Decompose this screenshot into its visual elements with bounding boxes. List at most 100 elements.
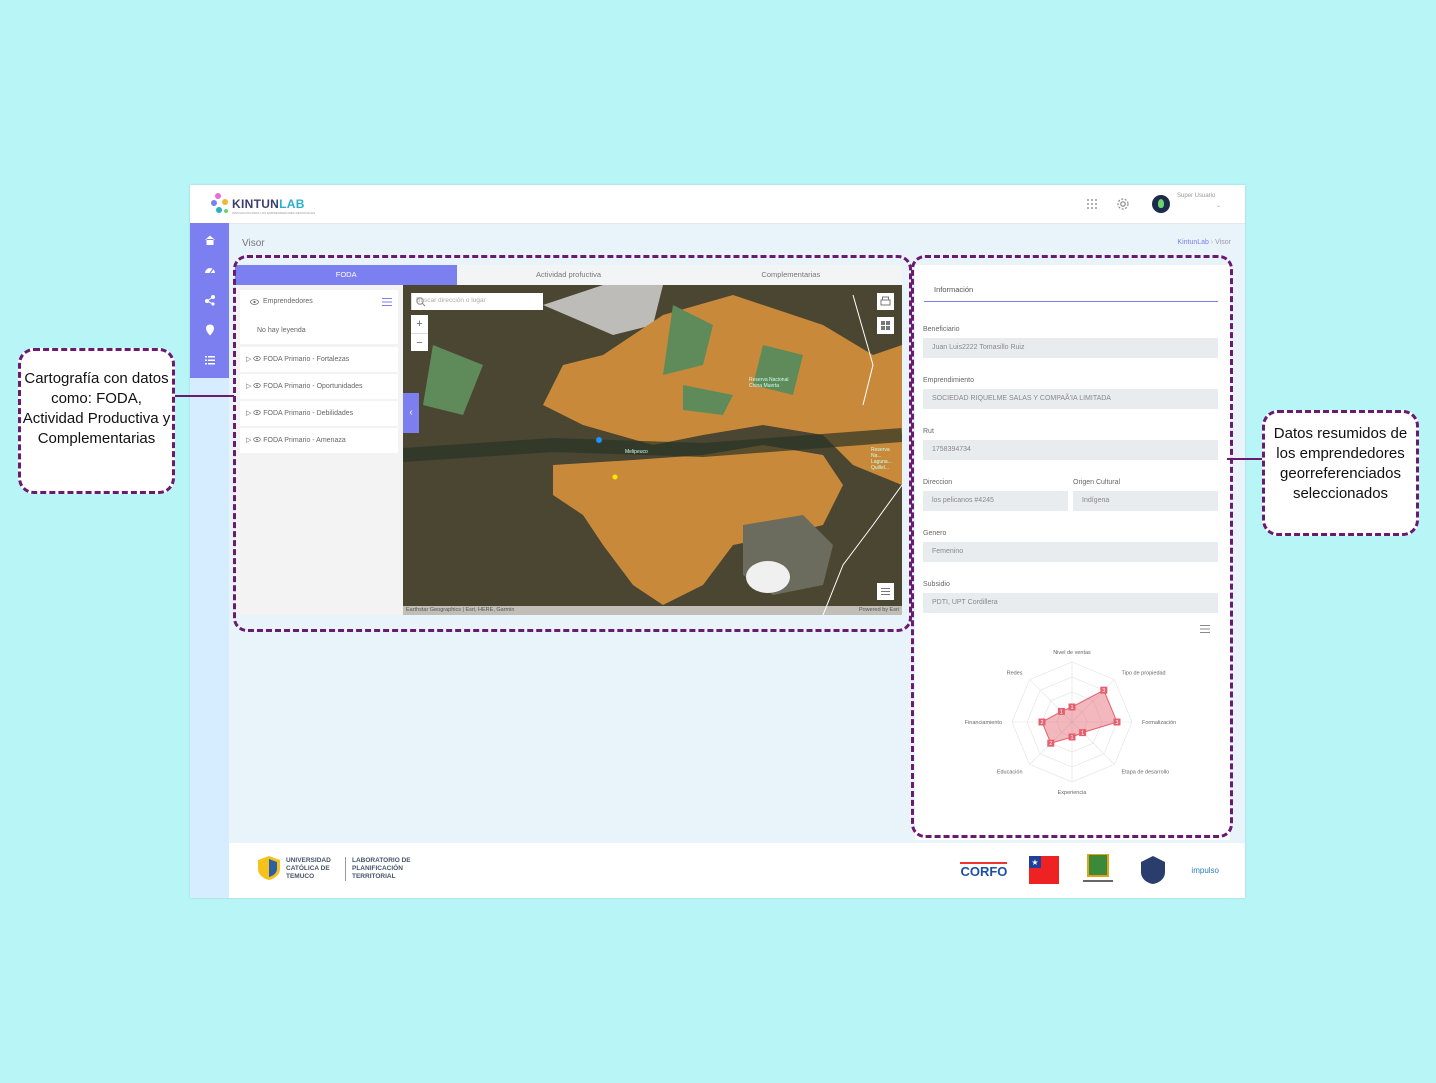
zoom-control: + − <box>411 315 428 351</box>
user-menu[interactable]: Super Usuario ⌄ <box>1152 193 1232 217</box>
info-tab[interactable]: Información <box>924 279 1218 302</box>
direccion-label: Direccion <box>923 479 953 486</box>
radar-point[interactable] <box>1100 686 1108 694</box>
layer-item[interactable]: ▷ FODA Primario - Fortalezas <box>240 347 398 372</box>
breadcrumb: KintunLab › Visor <box>1177 239 1231 246</box>
print-button[interactable] <box>877 293 894 310</box>
layer-item-label: ▷ FODA Primario - Amenaza <box>246 437 346 444</box>
map-label: Reserva Na... Laguna... Quillel... <box>871 447 892 471</box>
sidebar <box>190 223 229 898</box>
escudo-logo <box>1141 856 1166 884</box>
genero-field[interactable]: Femenino <box>923 542 1218 562</box>
radar-category-label: Nivel de ventas <box>1053 650 1091 656</box>
chile-gov-logo: ★ <box>1029 856 1060 884</box>
top-actions <box>1085 197 1130 211</box>
basemap-gallery-icon <box>881 321 890 330</box>
search-input[interactable]: Buscar dirección o lugar <box>416 297 486 304</box>
breadcrumb-home[interactable]: KintunLab <box>1177 239 1209 246</box>
subsidio-field[interactable]: PDTI, UPT Cordillera <box>923 593 1218 613</box>
chart-menu-icon[interactable] <box>1200 625 1210 633</box>
genero-label: Genero <box>923 530 947 537</box>
svg-text:★: ★ <box>1032 858 1039 867</box>
zoom-out-button[interactable]: − <box>416 337 423 349</box>
legend-list-icon[interactable] <box>382 298 392 306</box>
gobierno-regional-logo <box>1083 854 1114 882</box>
layer-group: Emprendedores No hay leyenda <box>240 290 398 344</box>
kintunlab-logo[interactable]: KINTUNLAB INNOVACIÓN PARA LOS EMPRENDEDO… <box>210 191 315 217</box>
info-highlight <box>911 255 1233 838</box>
list-icon[interactable] <box>203 353 217 367</box>
home-icon[interactable] <box>203 233 217 247</box>
share-nodes-icon[interactable] <box>203 293 217 307</box>
tab-complementarias[interactable]: Complementarias <box>761 270 821 279</box>
info-panel: Información Beneficiario Juan Luis2222 T… <box>915 265 1230 840</box>
rut-label: Rut <box>923 428 934 435</box>
info-tab-label: Información <box>934 285 974 294</box>
apps-grid-icon[interactable] <box>1085 197 1099 211</box>
eye-icon[interactable] <box>253 383 261 388</box>
layer-item-label: ▷ FODA Primario - Oportunidades <box>246 383 363 390</box>
map-label: Reserva Nacional China Muerta <box>749 377 789 389</box>
address-search[interactable]: Buscar dirección o lugar <box>411 293 543 310</box>
radar-point[interactable] <box>1047 739 1055 747</box>
attribution-text: Earthstar Geographics | Esri, HERE, Garm… <box>406 607 515 613</box>
uct-seal-icon <box>258 856 280 880</box>
collapse-panel-button[interactable]: ‹ <box>403 393 419 433</box>
emprendimiento-field[interactable]: SOCIEDAD RIQUELME SALAS Y COMPAÃ'IA LIMI… <box>923 389 1218 409</box>
layer-list-button[interactable] <box>877 583 894 600</box>
layer-item-label: ▷ FODA Primario - Fortalezas <box>246 356 350 363</box>
gear-icon[interactable] <box>1116 197 1130 211</box>
radar-point[interactable] <box>1038 718 1046 726</box>
search-icon[interactable] <box>411 293 429 310</box>
radar-data-label: 1 <box>1081 731 1084 737</box>
layer-group-label: Emprendedores <box>263 298 313 305</box>
layer-item-label: ▷ FODA Primario - Debilidades <box>246 410 354 417</box>
radar-point[interactable] <box>1079 729 1087 737</box>
sidebar-menu <box>190 223 229 378</box>
radar-data-label: 2 <box>1040 720 1043 726</box>
radar-category-label: Tipo de propiedad <box>1121 671 1165 677</box>
direccion-field[interactable]: los pelicanos #4245 <box>923 491 1068 511</box>
beneficiario-field[interactable]: Juan Luis2222 Tomasillo Ruiz <box>923 338 1218 358</box>
origen-field[interactable]: Indígena <box>1073 491 1218 511</box>
map-view[interactable]: Melipeuco Reserva Nacional China Muerta … <box>403 285 902 615</box>
print-icon <box>880 296 891 306</box>
corfo-logo: CORFO <box>960 861 1008 879</box>
emprendimiento-label: Emprendimiento <box>923 377 974 384</box>
zoom-in-button[interactable]: + <box>411 315 428 334</box>
beneficiario-label: Beneficiario <box>923 326 960 333</box>
basemap-gallery-button[interactable] <box>877 317 894 334</box>
radar-data-label: 1 <box>1070 705 1073 711</box>
radar-category-label: Experiencia <box>1058 790 1088 795</box>
eye-icon[interactable] <box>253 356 261 361</box>
map-highlight <box>233 255 912 632</box>
layer-item[interactable]: ▷ FODA Primario - Oportunidades <box>240 374 398 399</box>
radar-category-label: Financiamiento <box>965 720 1002 726</box>
dashboard-icon[interactable] <box>203 263 217 277</box>
radar-data-label: 3 <box>1102 688 1105 694</box>
tab-foda[interactable]: FODA <box>235 265 458 285</box>
layer-item[interactable]: ▷ FODA Primario - Amenaza <box>240 428 398 453</box>
layer-item[interactable]: ▷ FODA Primario - Debilidades <box>240 401 398 426</box>
powered-by-link[interactable]: Powered by Esri <box>858 607 899 613</box>
brand-tagline: INNOVACIÓN PARA LOS EMPRENDEDORES REGION… <box>232 211 316 215</box>
radar-data-label: 3 <box>1115 720 1118 726</box>
connector-right <box>1227 458 1263 460</box>
radar-point[interactable] <box>1068 703 1076 711</box>
radar-point[interactable] <box>1113 718 1121 726</box>
eye-icon[interactable] <box>253 410 261 415</box>
map-marker-icon[interactable] <box>203 323 217 337</box>
radar-point[interactable] <box>1068 733 1076 741</box>
radar-category-label: Formalización <box>1142 720 1176 726</box>
rut-field[interactable]: 1758394734 <box>923 440 1218 460</box>
eye-icon[interactable] <box>250 299 259 305</box>
logo-mark-icon <box>211 193 228 213</box>
eye-icon[interactable] <box>253 437 261 442</box>
origen-label: Origen Cultural <box>1073 479 1121 486</box>
legend-empty-text: No hay leyenda <box>257 327 306 334</box>
tab-actividad-productiva[interactable]: Actividad profuctiva <box>535 270 602 279</box>
radar-point[interactable] <box>1057 707 1065 715</box>
